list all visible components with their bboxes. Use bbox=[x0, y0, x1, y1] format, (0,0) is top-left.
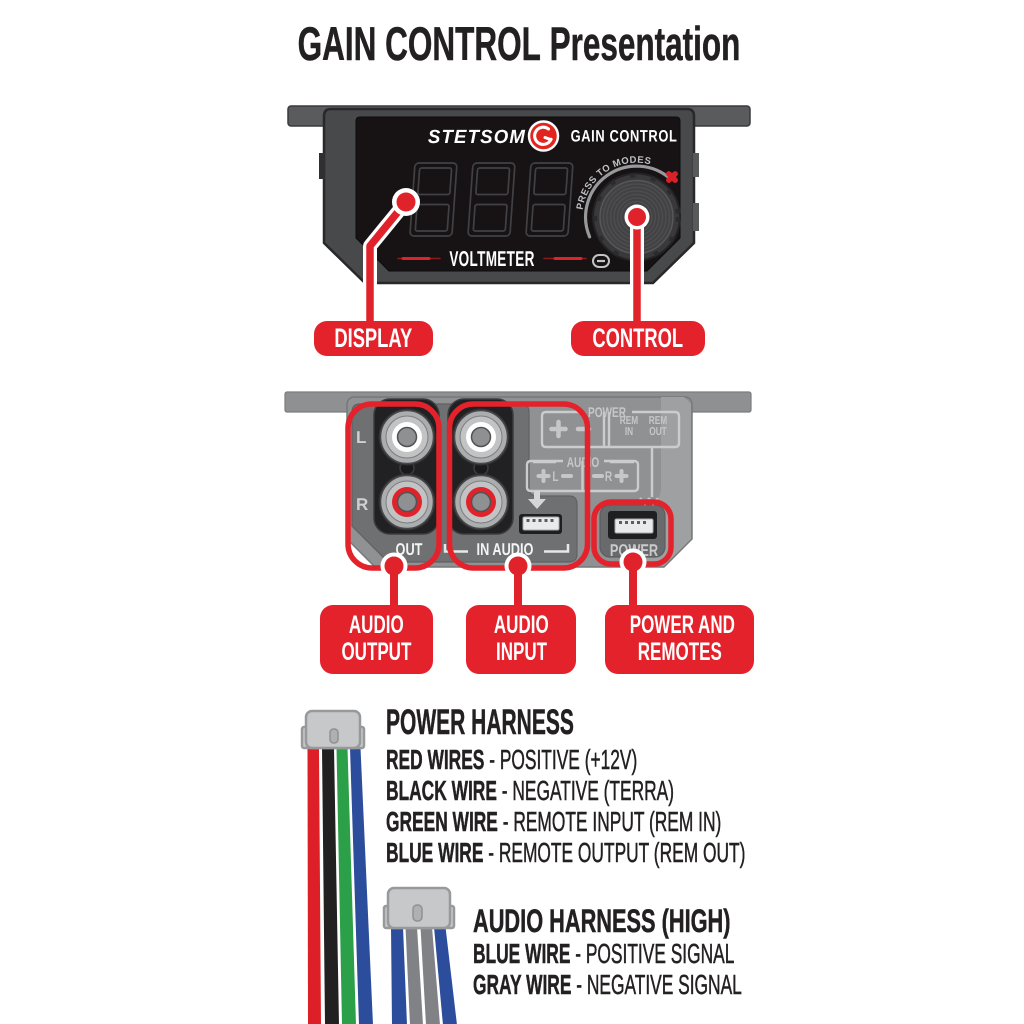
svg-text:R: R bbox=[356, 495, 368, 514]
svg-text:AUDIO: AUDIO bbox=[567, 454, 600, 470]
svg-text:POWER: POWER bbox=[588, 404, 626, 420]
svg-text:REM: REM bbox=[620, 415, 638, 427]
svg-text:L: L bbox=[356, 428, 366, 447]
svg-text:REM: REM bbox=[649, 415, 667, 427]
svg-text:OUT: OUT bbox=[649, 426, 666, 438]
svg-text:OUT: OUT bbox=[396, 540, 423, 559]
svg-text:STETSOM: STETSOM bbox=[428, 127, 526, 148]
svg-text:R: R bbox=[605, 468, 612, 484]
svg-text:IN: IN bbox=[625, 426, 633, 438]
svg-text:VOLTMETER: VOLTMETER bbox=[449, 247, 534, 271]
svg-text:GAIN CONTROL: GAIN CONTROL bbox=[571, 128, 678, 146]
svg-text:L: L bbox=[552, 468, 558, 484]
